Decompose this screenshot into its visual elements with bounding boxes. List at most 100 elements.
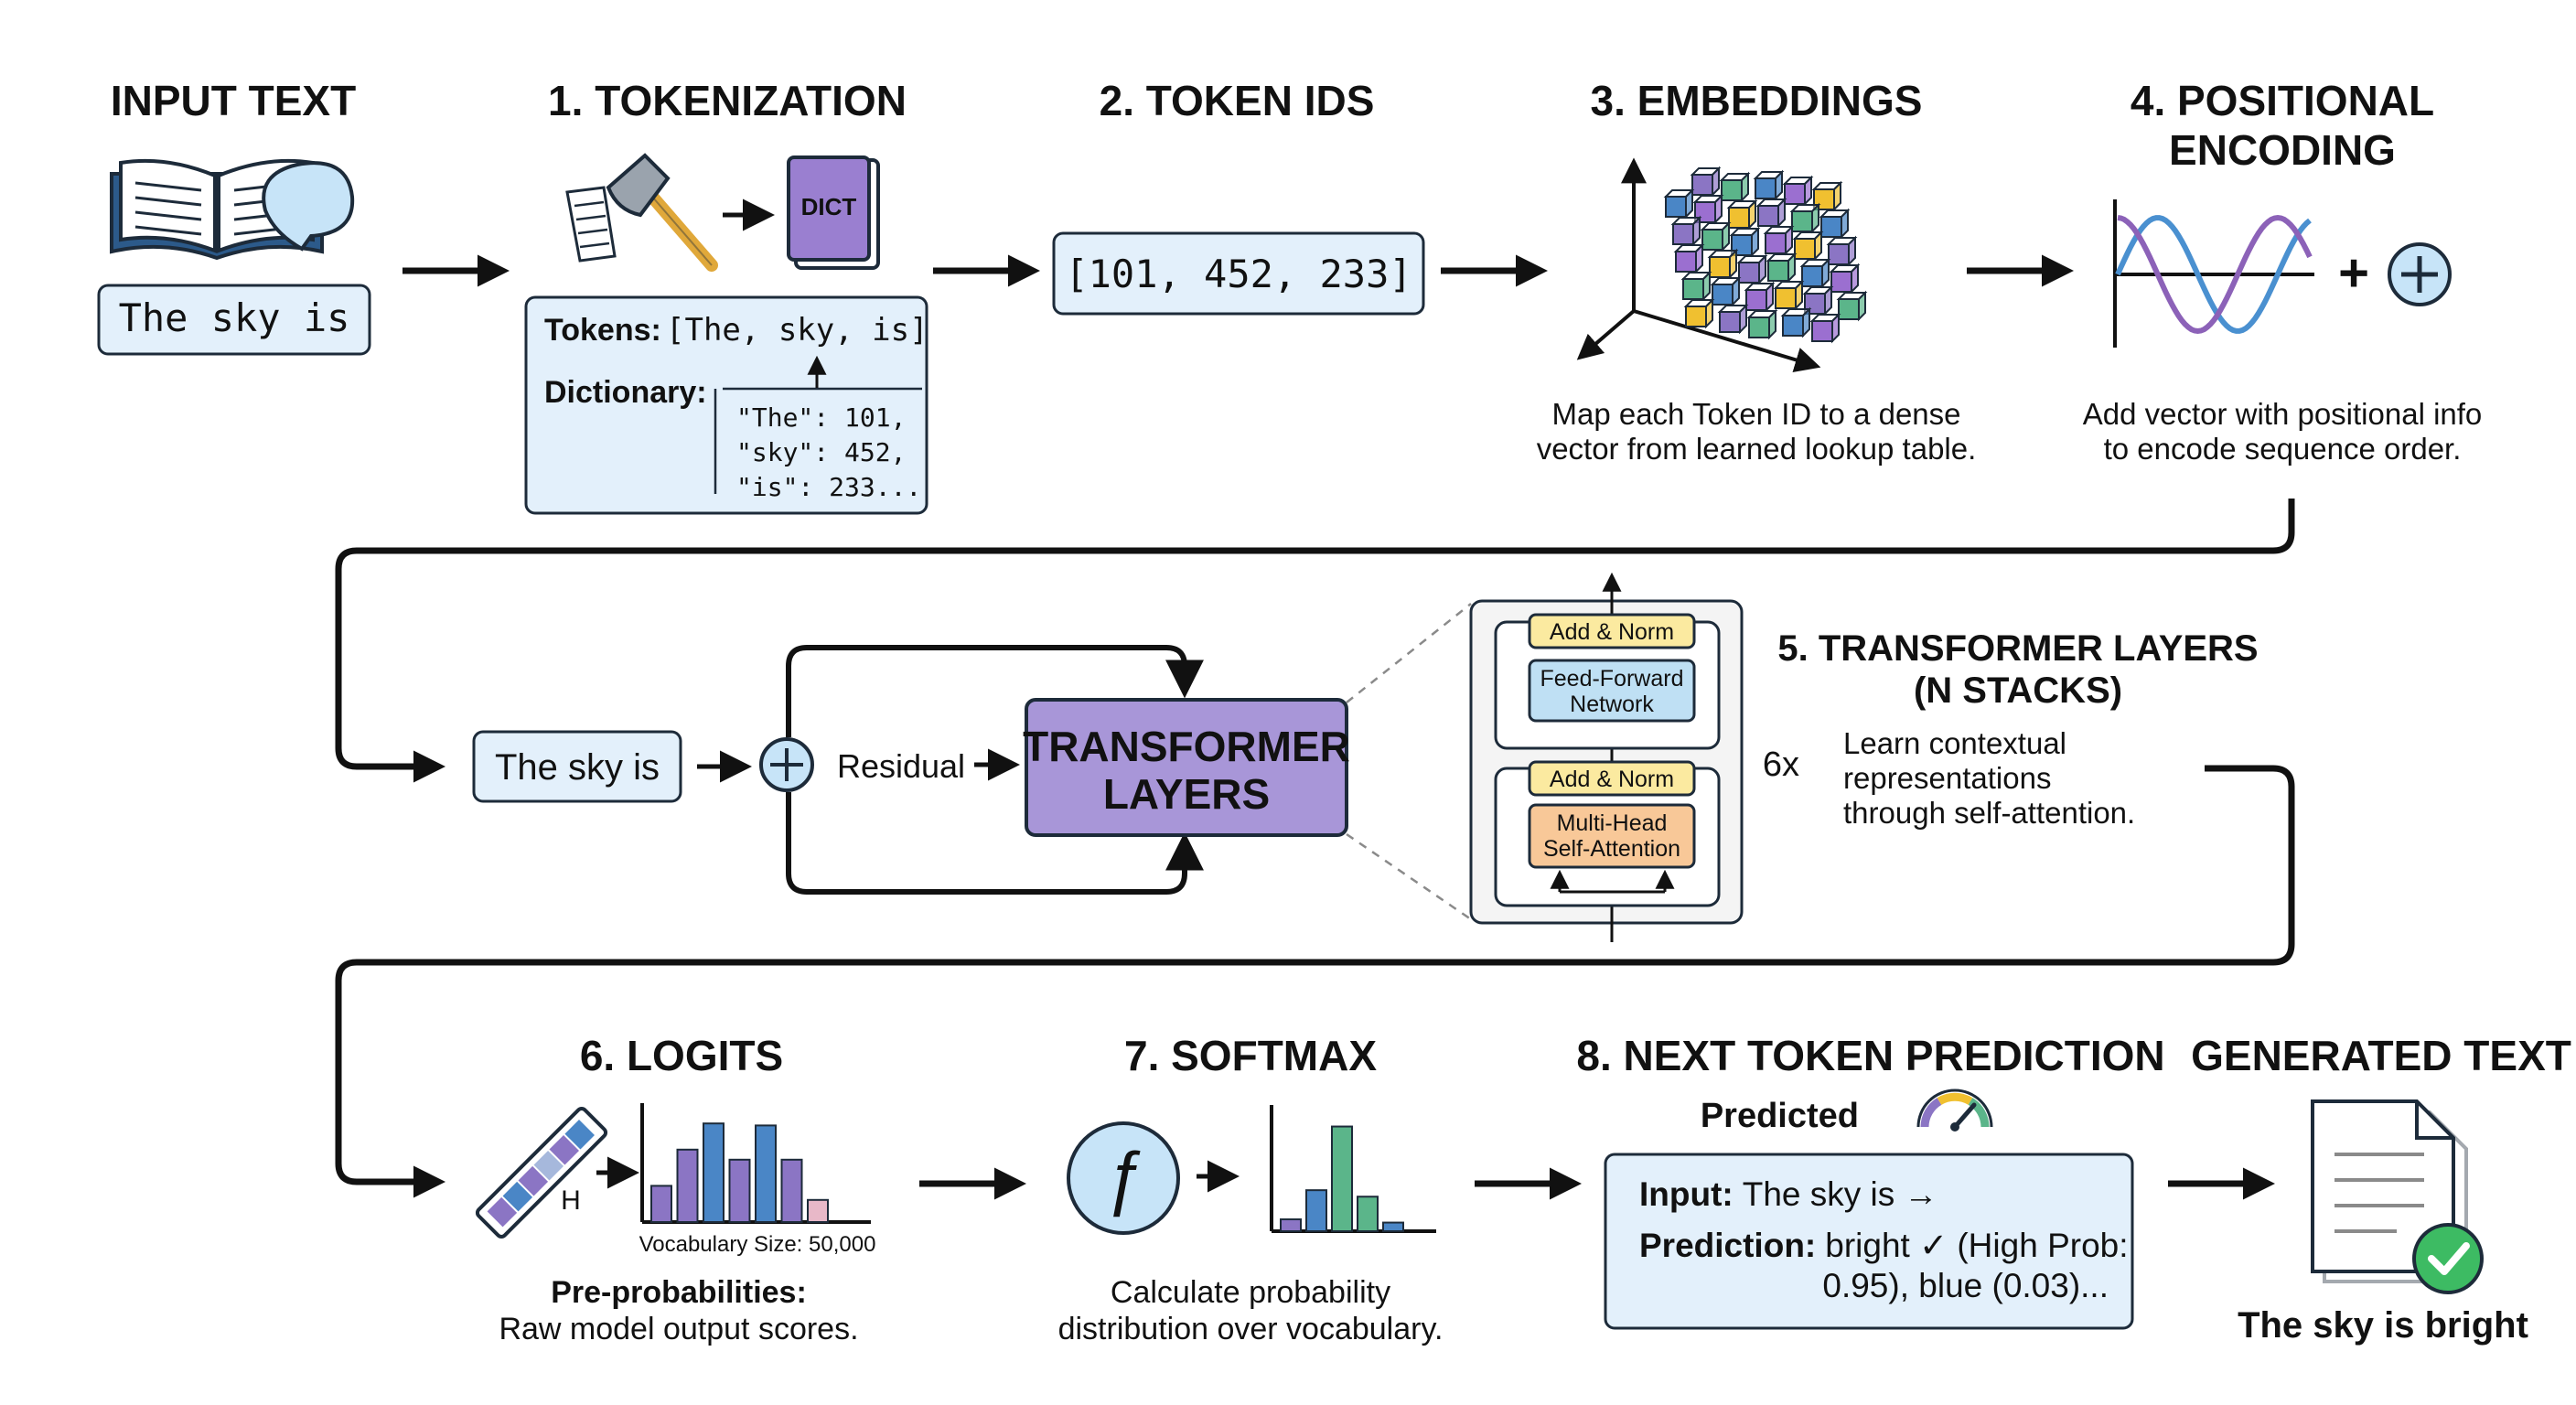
positional-desc-line-1: Add vector with positional info [2083, 397, 2483, 431]
speech-bubble-icon [262, 161, 355, 252]
embedding-cube [1789, 202, 1821, 234]
residual-loop-bottom [786, 792, 1204, 895]
embedding-cube [1826, 235, 1858, 267]
function-f-icon: ƒ [1067, 1121, 1180, 1235]
tokens-label: Tokens: [544, 313, 661, 348]
embedding-cube [1736, 253, 1768, 285]
dictionary-bracket [714, 387, 922, 494]
dict-label: DICT [801, 193, 857, 220]
tokenization-title: 1. TOKENIZATION [548, 77, 907, 124]
embedding-cube [1782, 175, 1814, 207]
transformer-layers-block [1025, 698, 1348, 837]
logits-desc-line-2: Raw model output scores. [499, 1312, 858, 1346]
ffn-box [1528, 659, 1696, 723]
transformer-title-line-1: 5. TRANSFORMER LAYERS [1777, 628, 2258, 669]
embedding-cube [1755, 197, 1787, 229]
bar-5 [755, 1124, 777, 1224]
bar-5 [1382, 1221, 1404, 1233]
embedding-cube [1799, 257, 1831, 289]
tokens-value: [The, sky, is] [666, 312, 928, 349]
axe-icon [606, 153, 718, 272]
gauge-icon [1916, 1089, 1993, 1132]
input-text-box [97, 284, 371, 356]
bar-4 [1357, 1196, 1379, 1232]
generated-text: The sky is bright [2238, 1305, 2528, 1346]
embedding-cube [1719, 171, 1751, 203]
embedding-cube [1773, 279, 1805, 311]
prediction-input-value: The sky is → [1743, 1175, 1938, 1213]
bar-2 [676, 1148, 699, 1224]
prediction-box [1604, 1153, 2134, 1330]
embedding-cube [1744, 281, 1776, 313]
logits-desc-line-1: Pre-probabilities: [551, 1275, 807, 1310]
zoom-line-top [1346, 603, 1472, 703]
sine-wave-icon [2113, 199, 2314, 348]
bar-7 [807, 1198, 829, 1224]
plus-circle-icon [759, 737, 814, 792]
input-text-title: INPUT TEXT [111, 77, 356, 124]
ffn-label-line-1: Feed-Forward [1540, 666, 1684, 692]
prediction-line: Prediction:bright ✓ (High Prob: [1639, 1227, 2129, 1264]
bar-2 [1305, 1189, 1327, 1233]
bar-3 [703, 1122, 724, 1223]
positional-desc-line-2: to encode sequence order. [2104, 432, 2462, 466]
prediction-value-line-2: 0.95), blue (0.03)... [1822, 1267, 2109, 1304]
transformer-desc-line-3: through self-attention. [1843, 796, 2135, 830]
transformer-title-line-2: (N STACKS) [1914, 670, 2122, 711]
softmax-chart [1270, 1105, 1436, 1233]
embedding-cube [1766, 252, 1798, 284]
plus-circle-icon [2388, 242, 2452, 306]
dictionary-book-icon: DICT [787, 156, 880, 270]
logits-chart [640, 1103, 871, 1224]
embedding-cube [1710, 275, 1742, 307]
logits-h-label: H [561, 1185, 581, 1216]
repeat-label: 6x [1763, 745, 1799, 784]
attention-label-line-2: Self-Attention [1543, 836, 1680, 862]
token-ids-title: 2. TOKEN IDS [1100, 77, 1375, 124]
positional-title-line-2: ENCODING [2169, 126, 2396, 174]
embedding-cube [1683, 297, 1715, 329]
embedding-cube [1753, 169, 1785, 201]
bar-4 [728, 1158, 751, 1224]
residual-loop-top [786, 645, 1204, 737]
embedding-cube [1780, 306, 1812, 338]
check-circle-icon [2412, 1223, 2484, 1294]
embedding-cube [1670, 215, 1702, 247]
embedding-cube [1726, 198, 1758, 231]
positional-plus-sign: + [2338, 243, 2369, 303]
transformer-label-line-1: TRANSFORMER [1023, 723, 1350, 770]
svg-text:ƒ: ƒ [1103, 1136, 1143, 1217]
token-ids-box [1052, 231, 1425, 316]
transformer-input-box [472, 730, 682, 803]
tokenization-box [524, 295, 928, 515]
connector-row1-row2 [335, 499, 2295, 783]
embedding-cube [1763, 224, 1795, 256]
embedding-cube [1809, 312, 1841, 344]
bar-3 [1331, 1125, 1353, 1233]
embedding-cube [1836, 290, 1868, 322]
token-ruler-icon [475, 1106, 608, 1239]
logits-title: 6. LOGITS [580, 1032, 783, 1079]
softmax-title: 7. SOFTMAX [1124, 1032, 1377, 1079]
embeddings-title: 3. EMBEDDINGS [1591, 77, 1923, 124]
positional-title-line-1: 4. POSITIONAL [2131, 77, 2434, 124]
transformer-desc-line-2: representations [1843, 761, 2051, 795]
prediction-input-label: Input: [1639, 1175, 1733, 1213]
dict-line-1: "The": 101, [736, 402, 906, 433]
bar-1 [1280, 1218, 1302, 1233]
embeddings-desc-line-2: vector from learned lookup table. [1537, 432, 1977, 466]
prediction-label: Prediction: [1639, 1227, 1816, 1264]
embedding-cube [1663, 188, 1695, 220]
embedding-cube [1792, 230, 1824, 262]
bar-6 [780, 1158, 803, 1224]
add-norm-top-label: Add & Norm [1550, 619, 1674, 645]
embedding-cube [1690, 166, 1722, 198]
embedding-cube [1811, 180, 1843, 212]
zoom-line-bottom [1346, 832, 1472, 921]
embedding-cube [1829, 263, 1861, 295]
embedding-cube [1707, 248, 1739, 280]
add-norm-top [1528, 613, 1696, 649]
embedding-cube [1700, 220, 1732, 252]
prediction-value: bright ✓ (High Prob: [1825, 1227, 2128, 1264]
